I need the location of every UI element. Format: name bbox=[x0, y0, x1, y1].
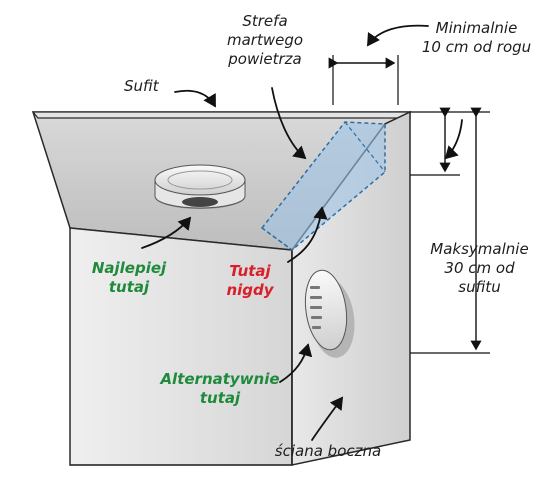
side-wall-label: ściana boczna bbox=[274, 442, 382, 460]
arrow-alternative bbox=[279, 343, 313, 383]
wall-smoke-detector bbox=[304, 269, 355, 358]
dead-air-zone-edge-2 bbox=[261, 227, 293, 251]
max-distance-label: Maksymalnie 30 cm od sufitu bbox=[430, 240, 529, 296]
ceiling-smoke-detector bbox=[154, 164, 246, 209]
arrow-min-distance bbox=[367, 24, 429, 47]
min-distance-label: Minimalnie 10 cm od rogu bbox=[421, 19, 532, 56]
never-here-label: Tutaj nigdy bbox=[226, 262, 274, 299]
arrow-dead-air bbox=[271, 87, 307, 160]
ceiling-label: Sufit bbox=[124, 77, 159, 95]
ceiling-edge bbox=[31, 111, 411, 119]
dead-air-zone-label: Strefa martwego powietrza bbox=[226, 12, 304, 68]
dead-air-zone-edge bbox=[344, 121, 386, 173]
alternative-here-label: Alternatywnie tutaj bbox=[160, 370, 280, 407]
arrow-side-wall bbox=[311, 396, 344, 441]
arrow-best-here bbox=[141, 216, 192, 249]
best-here-label: Najlepiej tutaj bbox=[91, 259, 167, 296]
arrow-never-here bbox=[287, 206, 328, 263]
arrow-ceiling bbox=[174, 89, 216, 108]
arrow-max-distance bbox=[444, 119, 463, 160]
